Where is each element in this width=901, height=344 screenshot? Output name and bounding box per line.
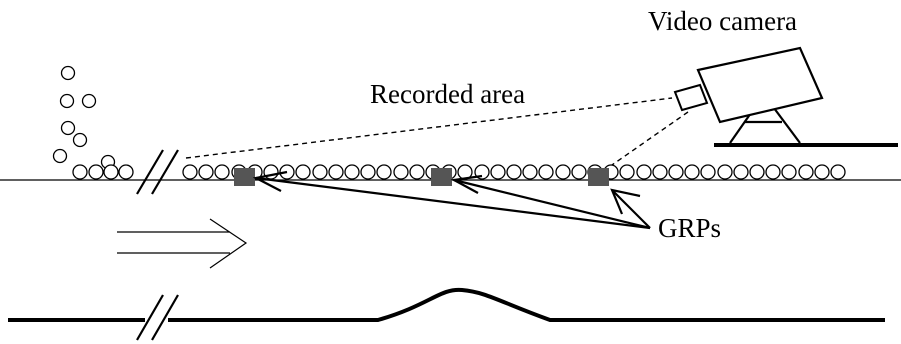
recorded-area-label: Recorded area [370, 79, 525, 109]
bed-particle [198, 164, 214, 180]
bed-particle [636, 164, 652, 180]
bed-particle [522, 164, 538, 180]
bed-particle [295, 164, 311, 180]
bed-particle [781, 164, 797, 180]
bed-particle [103, 164, 119, 180]
bed-particle [684, 164, 700, 180]
bed-particle [830, 164, 846, 180]
bed-particle [571, 164, 587, 180]
grp-pointer-arrows [252, 170, 651, 230]
break-mark-icon [136, 149, 179, 195]
bed-particle [360, 164, 376, 180]
bed-particle [765, 164, 781, 180]
bed-particle [700, 164, 716, 180]
bed-particle [798, 164, 814, 180]
camera-view-line [611, 111, 689, 166]
bed-particle [182, 164, 198, 180]
bed-particle [506, 164, 522, 180]
bed-particle [118, 164, 134, 180]
bed-particle [814, 164, 830, 180]
bed-particle [668, 164, 684, 180]
recorded-area-line [185, 97, 673, 159]
bed-particle [619, 164, 635, 180]
feed-particles [52, 65, 116, 170]
bed-particle [409, 164, 425, 180]
grp-marker-1 [234, 168, 255, 186]
bed-particle [555, 164, 571, 180]
grp-marker-3 [588, 168, 609, 186]
flow-direction-arrow-icon [117, 218, 248, 269]
grps-label: GRPs [658, 213, 721, 243]
particle-bed-row [72, 164, 846, 180]
video-camera-label: Video camera [648, 6, 797, 36]
bed-particle [88, 164, 104, 180]
break-mark-icon [136, 294, 179, 341]
bed-particle [214, 164, 230, 180]
grp-marker-2 [431, 168, 452, 186]
bed-particle [717, 164, 733, 180]
bed-particle [490, 164, 506, 180]
bed-particle [344, 164, 360, 180]
grp-markers [234, 168, 609, 186]
bed-particle [376, 164, 392, 180]
bed-particle [328, 164, 344, 180]
bed-particle [393, 164, 409, 180]
bed-particle [538, 164, 554, 180]
video-camera-icon [673, 46, 824, 124]
channel-bottom-with-bump [8, 287, 885, 322]
bed-particle [312, 164, 328, 180]
bed-particle [733, 164, 749, 180]
bed-particle [749, 164, 765, 180]
bed-particle [652, 164, 668, 180]
bed-particle [72, 164, 88, 180]
